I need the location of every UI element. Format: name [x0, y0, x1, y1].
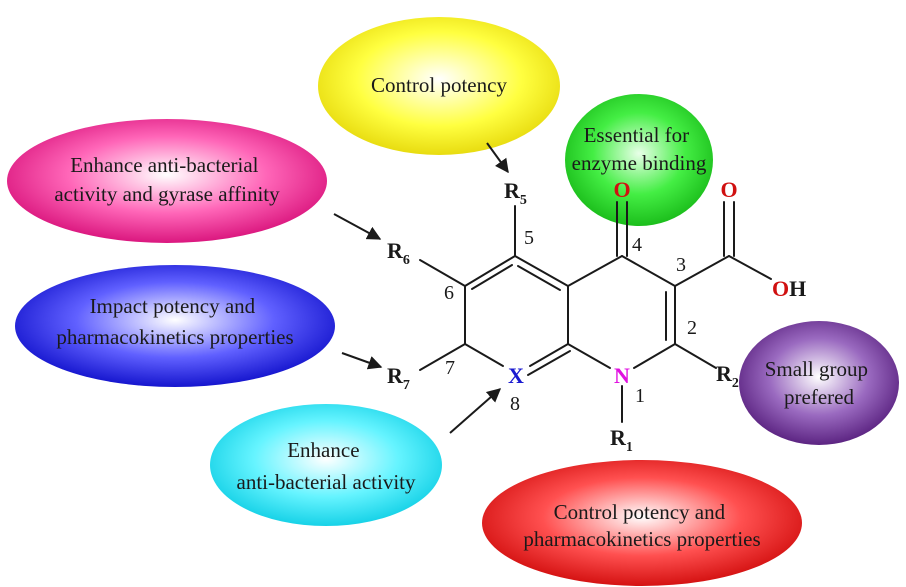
position-5: 5: [524, 227, 534, 249]
atom-x: X: [508, 363, 524, 388]
bond-x-c8a: [529, 343, 569, 367]
bond-c7-x: [464, 343, 504, 367]
ellipse-impact-potency: [15, 265, 335, 387]
label-control-potency: Control potency: [371, 73, 507, 97]
atom-oh-o: O: [772, 276, 789, 301]
ellipse-control-potency: [318, 17, 560, 155]
label-line: Essential for: [584, 123, 690, 147]
label-line: Control potency: [371, 73, 507, 97]
bond-c4-c3: [621, 255, 676, 287]
atom-r1-sub: 1: [626, 440, 633, 455]
bond-cacid-oh: [728, 255, 772, 280]
atom-r2-sub: 2: [732, 376, 739, 391]
label-line: anti-bacterial activity: [237, 470, 416, 494]
arrow-to-x: [449, 388, 502, 434]
bond-c4a-c5-double: [517, 265, 561, 291]
label-enhance-anti-bacterial: Enhance anti-bacterial activity: [237, 438, 416, 494]
label-line: pharmacokinetics properties: [523, 527, 760, 551]
atom-r6-base: R: [387, 238, 404, 263]
label-line: Enhance anti-bacterial: [70, 153, 258, 177]
label-impact-potency: Impact potency and pharmacokinetics prop…: [56, 294, 293, 349]
atom-r7: R7: [387, 363, 410, 393]
position-4: 4: [632, 234, 642, 256]
atom-r7-base: R: [387, 363, 404, 388]
atom-r2-base: R: [716, 361, 733, 386]
label-control-pk: Control potency and pharmacokinetics pro…: [523, 500, 760, 551]
bond-c5-c6: [464, 255, 516, 287]
atom-r6-sub: 6: [403, 253, 410, 268]
position-3: 3: [676, 254, 686, 276]
position-7: 7: [445, 357, 455, 379]
label-line: Control potency and: [554, 500, 726, 524]
atom-r5: R5: [504, 178, 527, 208]
bond-n1-c8a: [567, 343, 611, 369]
position-8: 8: [510, 393, 520, 415]
bond-c2-r2: [674, 343, 717, 369]
arrow-to-r5: [486, 142, 509, 174]
label-line: activity and gyrase affinity: [54, 182, 280, 206]
position-1: 1: [635, 385, 645, 407]
label-line: Impact potency and: [90, 294, 256, 318]
bond-c4a-c5: [514, 255, 569, 287]
atom-oh: OH: [772, 276, 806, 301]
molecule-bonds: [419, 201, 772, 423]
label-anti-bacterial-gyrase: Enhance anti-bacterial activity and gyra…: [54, 153, 280, 206]
atom-r2: R2: [716, 361, 739, 391]
atom-r6: R6: [387, 238, 410, 268]
label-line: pharmacokinetics properties: [56, 325, 293, 349]
label-small-group: Small group prefered: [765, 357, 874, 409]
atom-r7-sub: 7: [403, 378, 410, 393]
atom-r1: R1: [610, 425, 633, 455]
bond-c7-r7: [419, 343, 466, 371]
ellipse-small-group: [739, 321, 899, 445]
atom-oh-h: H: [789, 276, 806, 301]
arrow-to-r7: [341, 352, 383, 370]
position-6: 6: [444, 282, 454, 304]
bond-c6-r6: [419, 259, 466, 287]
label-line: enzyme binding: [572, 151, 707, 175]
atom-o-keto: O: [613, 177, 630, 202]
label-enzyme-binding: Essential for enzyme binding: [572, 123, 707, 175]
arrow-to-r6: [333, 213, 382, 240]
bond-c4a-c4: [567, 255, 623, 287]
atom-o-acid: O: [720, 177, 737, 202]
label-line: prefered: [784, 385, 854, 409]
ellipse-anti-bacterial-gyrase: [7, 119, 327, 243]
ellipse-control-pk: [482, 460, 802, 586]
atom-n: N: [614, 363, 630, 388]
label-line: Enhance: [287, 438, 359, 462]
ellipse-enhance-anti-bacterial: [210, 404, 442, 526]
atom-r1-base: R: [610, 425, 627, 450]
bond-c2-n1: [633, 343, 676, 369]
label-line: Small group: [765, 357, 868, 381]
bond-c5-c6-double: [471, 264, 513, 290]
bond-c3-cacid: [674, 255, 730, 287]
position-2: 2: [687, 317, 697, 339]
bond-x-c8a-double: [527, 350, 571, 376]
atom-r5-sub: 5: [520, 193, 527, 208]
atom-r5-base: R: [504, 178, 521, 203]
ellipse-enzyme-binding: [565, 94, 713, 226]
